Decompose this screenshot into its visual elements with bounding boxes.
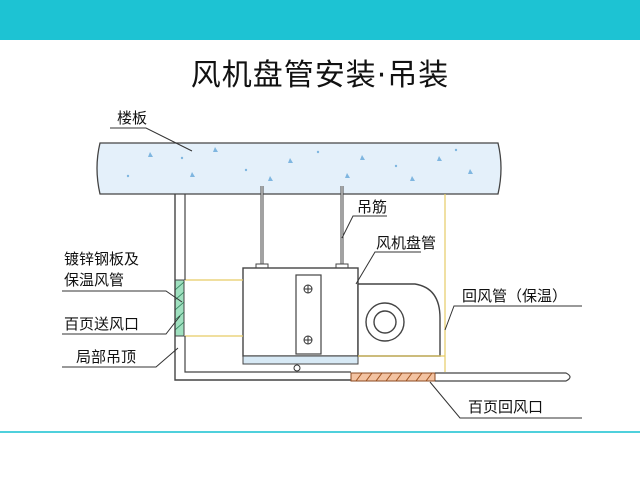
return-louver xyxy=(350,372,436,382)
header-band xyxy=(0,0,640,40)
leader-return-louver xyxy=(429,381,582,419)
label-floor-slab: 楼板 xyxy=(117,109,148,127)
leader-hanger-rod xyxy=(341,215,387,239)
label-fan-coil: 风机盘管 xyxy=(376,234,437,252)
slide-title: 风机盘管安装·吊装 xyxy=(190,58,450,93)
leader-galvanized-duct xyxy=(62,290,183,303)
label-return-duct: 回风管（保温） xyxy=(462,287,568,305)
label-galvanized-duct-line1: 镀锌钢板及 xyxy=(64,250,140,268)
leader-local-ceiling xyxy=(62,347,179,368)
footer-divider xyxy=(0,431,640,433)
bolt-top xyxy=(303,284,313,294)
leader-return-duct xyxy=(444,305,582,331)
label-return-louver: 百页回风口 xyxy=(468,398,544,416)
label-hanger-rod: 吊筋 xyxy=(357,198,388,216)
label-local-ceiling: 局部吊顶 xyxy=(76,348,137,366)
unit-base xyxy=(242,355,359,365)
slab-speckles xyxy=(126,147,473,181)
leader-supply-louver xyxy=(62,315,181,335)
leader-floor-slab xyxy=(110,127,193,152)
label-galvanized-duct-line2: 保温风管 xyxy=(64,271,125,289)
ceiling-right xyxy=(435,372,571,382)
floor-slab xyxy=(96,142,502,195)
local-ceiling xyxy=(174,194,351,381)
label-supply-louver: 百页送风口 xyxy=(64,315,140,333)
bolt-bottom xyxy=(303,335,313,345)
leader-fan-coil xyxy=(355,251,421,285)
